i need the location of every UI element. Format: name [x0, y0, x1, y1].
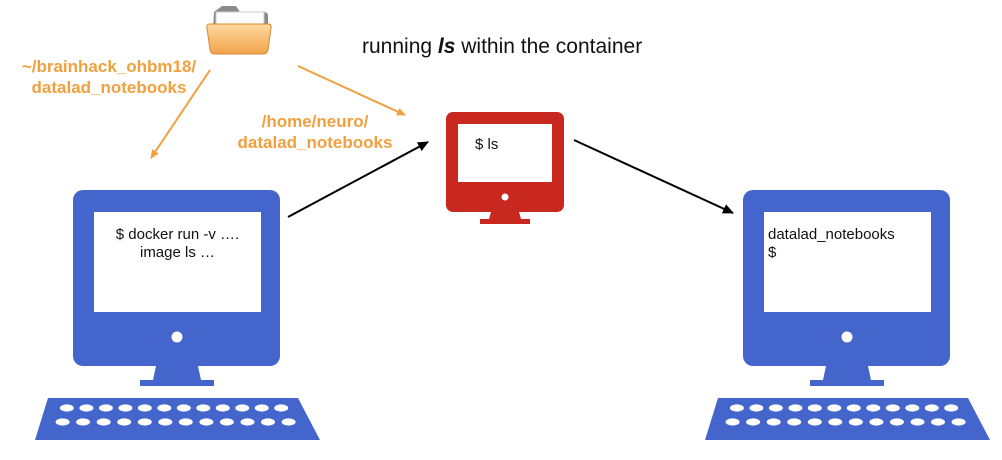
host-screen [94, 212, 261, 312]
output-terminal-line1: datalad_notebooks [768, 226, 895, 243]
keyboard-key [261, 418, 275, 426]
run-arrow [287, 141, 429, 218]
container-terminal-line1: $ ls [475, 136, 499, 153]
container-terminal-text: $ ls [475, 136, 498, 154]
keyboard-key [235, 404, 250, 412]
keyboard-key [787, 418, 802, 426]
keyboard-key [924, 404, 939, 412]
host-path-line1: ~/brainhack_ohbm18/ [21, 57, 197, 76]
keyboard-key [219, 418, 234, 426]
container-stand [480, 212, 530, 224]
container-path-line1: /home/neuro/ [261, 112, 369, 131]
keyboard-key [254, 404, 269, 412]
keyboard-key [79, 404, 94, 412]
output-keyboard [705, 398, 990, 440]
keyboard-key [885, 404, 900, 412]
host-keyboard-keys [55, 404, 296, 426]
keyboard-key [158, 418, 173, 426]
keyboard-key [199, 418, 214, 426]
container-power-dot [501, 193, 509, 201]
host-power-dot [171, 331, 183, 343]
keyboard-key [869, 418, 884, 426]
keyboard-key [137, 404, 152, 412]
output-stand [810, 366, 884, 386]
output-terminal-line2: $ [768, 244, 777, 261]
keyboard-key [118, 404, 133, 412]
container-monitor-icon [446, 112, 564, 224]
keyboard-key [76, 418, 91, 426]
output-computer [705, 190, 990, 440]
keyboard-key [196, 404, 211, 412]
output-power-dot [841, 331, 853, 343]
host-keyboard [35, 398, 320, 440]
host-stand [140, 366, 214, 386]
host-computer [35, 190, 320, 440]
host-terminal-line2: image ls … [139, 244, 216, 261]
title-prefix: running [362, 35, 438, 58]
keyboard-key [746, 418, 761, 426]
keyboard-key [178, 418, 193, 426]
container-mount-arrow [297, 65, 406, 116]
keyboard-key [788, 404, 803, 412]
keyboard-key [768, 404, 783, 412]
keyboard-key [910, 418, 925, 426]
keyboard-key [98, 404, 113, 412]
keyboard-key [828, 418, 843, 426]
folder-icon [206, 6, 272, 55]
keyboard-key [807, 418, 822, 426]
keyboard-key [931, 418, 945, 426]
container-path-label: /home/neuro/ datalad_notebooks [226, 111, 404, 153]
container-screen [458, 124, 552, 182]
keyboard-key [274, 404, 289, 412]
output-screen [764, 212, 931, 312]
output-terminal-text: datalad_notebooks $ [768, 226, 895, 262]
host-path-label: ~/brainhack_ohbm18/ datalad_notebooks [4, 56, 214, 98]
keyboard-key [55, 418, 70, 426]
keyboard-key [215, 404, 230, 412]
keyboard-key [889, 418, 904, 426]
host-path-line2: datalad_notebooks [31, 78, 187, 97]
keyboard-key [766, 418, 781, 426]
keyboard-key [846, 404, 861, 412]
keyboard-key [729, 404, 744, 412]
keyboard-key [59, 404, 74, 412]
keyboard-key [749, 404, 764, 412]
keyboard-key [157, 404, 172, 412]
host-mount-arrow [150, 69, 211, 159]
output-keyboard-keys [725, 404, 966, 426]
keyboard-key [807, 404, 822, 412]
keyboard-key [944, 404, 959, 412]
output-arrow [573, 139, 734, 214]
title-command: ls [437, 35, 456, 58]
keyboard-key [866, 404, 881, 412]
keyboard-key [117, 418, 132, 426]
title-suffix: within the container [455, 35, 643, 58]
keyboard-key [240, 418, 255, 426]
keyboard-key [176, 404, 191, 412]
keyboard-key [137, 418, 152, 426]
keyboard-key [848, 418, 863, 426]
keyboard-key [281, 418, 296, 426]
keyboard-key [827, 404, 842, 412]
keyboard-key [725, 418, 740, 426]
host-terminal-text: $ docker run -v …. image ls … [96, 226, 259, 262]
host-terminal-line1: $ docker run -v …. [115, 226, 240, 243]
keyboard-key [96, 418, 111, 426]
diagram-title: running ls within the container [362, 35, 642, 59]
keyboard-key [905, 404, 920, 412]
container-path-line2: datalad_notebooks [237, 133, 393, 152]
keyboard-key [951, 418, 966, 426]
